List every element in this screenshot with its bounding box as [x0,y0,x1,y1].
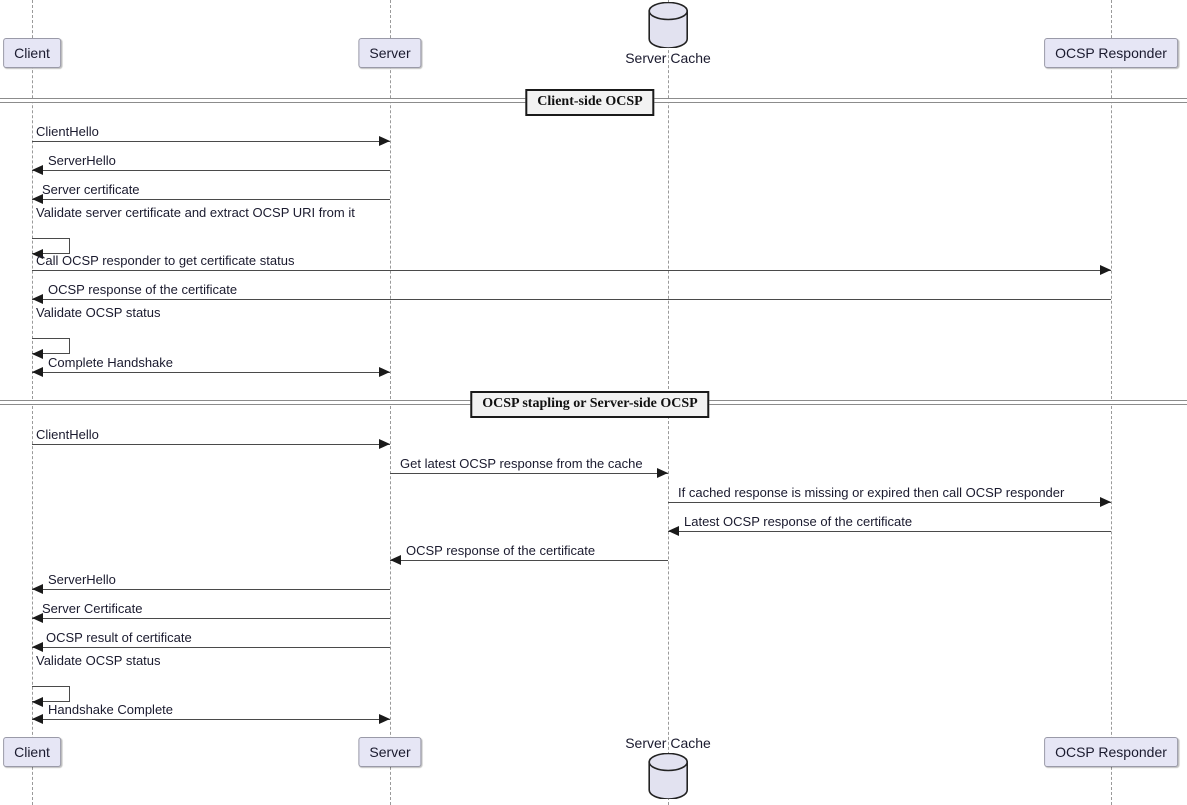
database-icon-wrap [647,752,689,800]
arrowhead-left [32,714,43,724]
participant-label: Client [14,744,50,760]
message-label: Validate OCSP status [36,305,161,320]
participant-label: Client [14,45,50,61]
arrowhead-left [32,367,43,377]
message-label: Latest OCSP response of the certificate [684,514,913,529]
message-line [668,502,1111,503]
arrowhead-right [379,367,390,377]
message-label: Complete Handshake [48,355,174,370]
database-cylinder-icon [648,1,688,49]
participant-responder-bottom[interactable]: OCSP Responder [1044,737,1178,767]
arrowhead-right [1100,497,1111,507]
participant-client[interactable]: Client [3,38,61,68]
arrowhead-right [379,714,390,724]
database-icon-wrap [647,1,689,49]
message-label: Get latest OCSP response from the cache [400,456,643,471]
arrowhead-left [32,165,43,175]
message-line [390,560,668,561]
arrowhead-right [657,468,668,478]
self-message-loop [32,686,70,702]
self-message-loop [32,338,70,354]
participant-label: Server Cache [625,735,711,751]
self-message-loop [32,238,70,254]
participant-cache-bottom[interactable]: Server Cache [625,733,711,800]
participant-responder[interactable]: OCSP Responder [1044,38,1178,68]
message-line [32,299,1111,300]
message-line [32,141,390,142]
arrowhead-left [32,349,43,359]
message-label: Call OCSP responder to get certificate s… [36,253,295,268]
message-label: OCSP result of certificate [46,630,192,645]
message-line [32,589,390,590]
participant-label: Server Cache [625,50,711,66]
arrowhead-left [390,555,401,565]
message-label: ServerHello [48,572,116,587]
arrowhead-left [32,697,43,707]
database-cylinder-icon [648,752,688,800]
arrowhead-left [32,249,43,259]
arrowhead-right [379,439,390,449]
section-divider-label-server-side: OCSP stapling or Server-side OCSP [470,391,710,418]
message-line [32,618,390,619]
participant-label: OCSP Responder [1055,744,1167,760]
arrowhead-left [32,294,43,304]
arrowhead-left [32,613,43,623]
message-line [32,444,390,445]
message-label: ClientHello [36,427,99,442]
participant-label: OCSP Responder [1055,45,1167,61]
message-line [32,199,390,200]
message-line [32,719,390,720]
message-label: Validate OCSP status [36,653,161,668]
participant-client-bottom[interactable]: Client [3,737,61,767]
message-label: Server Certificate [42,601,143,616]
message-label: OCSP response of the certificate [48,282,238,297]
message-label: Server certificate [42,182,140,197]
participant-server-bottom[interactable]: Server [358,737,422,767]
message-line [32,270,1111,271]
participant-label: Server [369,744,411,760]
participant-server[interactable]: Server [358,38,422,68]
arrowhead-left [32,642,43,652]
arrowhead-left [32,194,43,204]
message-label: Handshake Complete [48,702,174,717]
arrowhead-right [379,136,390,146]
arrowhead-left [32,584,43,594]
message-label: OCSP response of the certificate [406,543,596,558]
message-line [390,473,668,474]
message-line [32,372,390,373]
message-label: Validate server certificate and extract … [36,205,355,220]
message-label: ClientHello [36,124,99,139]
participant-cache[interactable]: Server Cache [625,1,711,68]
message-line [32,647,390,648]
section-divider-label-client-side: Client-side OCSP [525,89,655,116]
arrowhead-right [1100,265,1111,275]
message-line [668,531,1111,532]
arrowhead-left [668,526,679,536]
message-label: If cached response is missing or expired… [678,485,1065,500]
message-label: ServerHello [48,153,116,168]
participant-label: Server [369,45,411,61]
message-line [32,170,390,171]
